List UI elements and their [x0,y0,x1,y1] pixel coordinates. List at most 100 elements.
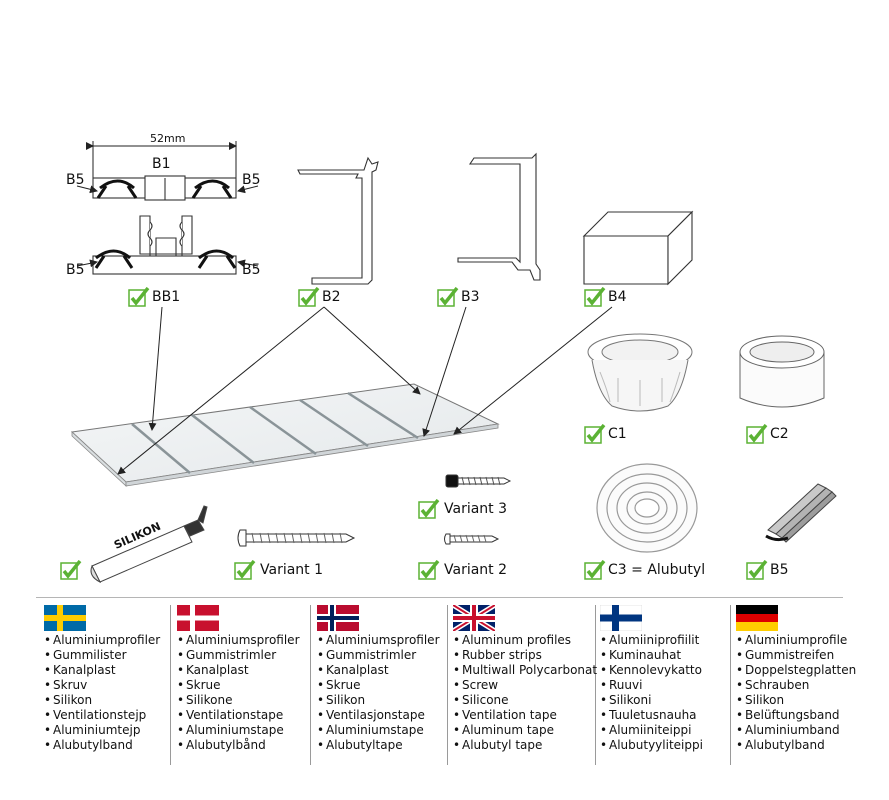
b5-rubber-strips [765,483,837,543]
item-variant2-label: Variant 2 [444,562,508,578]
list-item: Gummilister [44,648,160,663]
list-item: Aluminum profiles [453,633,597,648]
list-item: Aluminiumband [736,723,856,738]
label-b5-bottom-right: B5 [242,262,261,278]
list-item: Alubutyl tape [453,738,597,753]
label-b5-bottom-left: B5 [66,262,85,278]
list-item: Ventilation tape [453,708,597,723]
check-icon [418,560,440,580]
dimension-line [86,141,237,178]
list-item: Silikon [736,693,856,708]
list-item: Multiwall Polycarbonat [453,663,597,678]
german-list: Aluminiumprofile Gummistreifen Doppelste… [736,633,856,753]
check-icon [584,287,606,307]
list-item: Aluminiumsprofiler [177,633,300,648]
list-item: Silikon [317,693,440,708]
check-icon [746,424,768,444]
b5-pointers [76,185,259,268]
b2-profile [297,156,379,285]
legend-divider [36,597,843,598]
column-divider [170,605,171,765]
list-item: Alumiiniprofiilit [600,633,703,648]
list-item: Aluminiumsprofiler [317,633,440,648]
list-item: Silicone [453,693,597,708]
uk-flag [453,605,495,631]
dimension-label: 52mm [150,132,186,145]
list-item: Kennolevykatto [600,663,703,678]
label-b5-top-right: B5 [242,172,261,188]
c1-tape-roll [587,333,693,412]
list-item: Aluminiumprofiler [44,633,160,648]
list-item: Silikoni [600,693,703,708]
item-b4-label: B4 [608,289,627,305]
list-item: Alubutylband [736,738,856,753]
check-icon [584,560,606,580]
check-icon [298,287,320,307]
list-item: Tuuletusnauha [600,708,703,723]
item-c3-label: C3 = Alubutyl [608,562,706,578]
silicone-tube [90,505,208,584]
swedish-list: Aluminiumprofiler Gummilister Kanalplast… [44,633,160,753]
variant1-screw [237,529,356,547]
assembly-diagram [70,141,837,584]
list-item: Gummistrimler [317,648,440,663]
list-item: Ventilationstape [177,708,300,723]
column-divider [310,605,311,765]
list-item: Kanalplast [44,663,160,678]
check-icon [437,287,459,307]
column-divider [730,605,731,765]
finnish-list: Alumiiniprofiilit Kuminauhat Kennolevyka… [600,633,703,753]
label-b5-top-left: B5 [66,172,85,188]
item-variant3-label: Variant 3 [444,501,508,517]
variant3-screw [445,474,512,488]
pointer-arrows [117,306,613,475]
label-b1: B1 [152,156,171,172]
list-item: Skrue [317,678,440,693]
list-item: Ventilationstejp [44,708,160,723]
item-b2-label: B2 [322,289,341,305]
list-item: Alubutylband [44,738,160,753]
c2-tape-roll [739,335,825,408]
b4-block [582,210,694,286]
check-icon [418,499,440,519]
english-list: Aluminum profiles Rubber strips Multiwal… [453,633,597,753]
column-divider [447,605,448,765]
list-item: Gummistrimler [177,648,300,663]
c3-alubutyl-roll [596,463,698,553]
sweden-flag [44,605,86,631]
germany-flag [736,605,778,631]
check-icon [746,560,768,580]
list-item: Aluminiumprofile [736,633,856,648]
bb1-top-profile [92,175,237,201]
list-item: Ventilasjonstape [317,708,440,723]
list-item: Screw [453,678,597,693]
check-icon [60,560,82,580]
finland-flag [600,605,642,631]
check-icon [128,287,150,307]
list-item: Rubber strips [453,648,597,663]
list-item: Aluminiumtejp [44,723,160,738]
bb1-bottom-profile [92,215,237,275]
list-item: Kanalplast [317,663,440,678]
variant2-screw [444,533,500,545]
list-item: Aluminiumstape [317,723,440,738]
norway-flag [317,605,359,631]
list-item: Schrauben [736,678,856,693]
check-icon [584,424,606,444]
list-item: Alumiiniteippi [600,723,703,738]
list-item: Alubutyyliteippi [600,738,703,753]
list-item: Skruv [44,678,160,693]
item-bb1-label: BB1 [152,289,181,305]
list-item: Silikone [177,693,300,708]
denmark-flag [177,605,219,631]
danish-list: Aluminiumsprofiler Gummistrimler Kanalpl… [177,633,300,753]
list-item: Kuminauhat [600,648,703,663]
list-item: Alubutylbånd [177,738,300,753]
list-item: Kanalplast [177,663,300,678]
norwegian-list: Aluminiumsprofiler Gummistrimler Kanalpl… [317,633,440,753]
item-b5-label: B5 [770,562,789,578]
list-item: Silikon [44,693,160,708]
list-item: Alubutyltape [317,738,440,753]
list-item: Skrue [177,678,300,693]
item-b3-label: B3 [461,289,480,305]
